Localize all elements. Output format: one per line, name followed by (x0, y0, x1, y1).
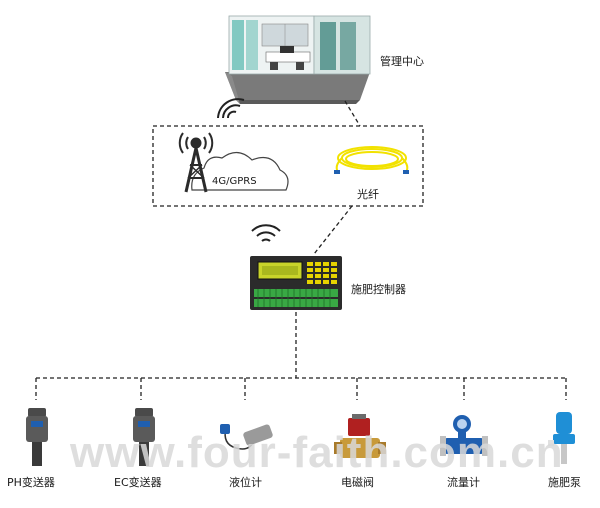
network-label: 4G/GPRS (212, 176, 257, 187)
wireless-signal-icon (217, 98, 245, 119)
fiber-label: 光纤 (357, 188, 379, 201)
fertilizer-controller-image (250, 256, 342, 310)
management-center-label: 管理中心 (380, 55, 424, 68)
controller-label: 施肥控制器 (351, 283, 406, 296)
flow-meter-label: 流量计 (447, 476, 480, 489)
cloud-icon (191, 151, 289, 191)
flow-meter-image (440, 415, 488, 456)
watermark-text: www.four-faith.com.cn (70, 428, 564, 477)
link-center-to-network (344, 100, 361, 127)
ph-transmitter-image (26, 408, 48, 466)
ph-transmitter-label: PH变送器 (7, 476, 55, 489)
fertilizer-pump-image (548, 412, 575, 464)
solenoid-valve-label: 电磁阀 (341, 476, 374, 489)
controller-wireless-icon (251, 224, 281, 242)
sensor-bus (35, 312, 567, 400)
link-network-to-controller (313, 205, 353, 255)
level-meter-image (220, 424, 273, 450)
ec-transmitter-image (133, 408, 155, 466)
cell-tower-icon (178, 132, 214, 193)
solenoid-valve-image (334, 414, 386, 458)
fiber-optic-icon (334, 146, 409, 174)
ec-transmitter-label: EC变送器 (114, 476, 162, 489)
communication-box (152, 125, 424, 207)
fertilizer-pump-label: 施肥泵 (548, 476, 581, 489)
management-center-image (225, 15, 371, 104)
level-meter-label: 液位计 (229, 476, 262, 489)
